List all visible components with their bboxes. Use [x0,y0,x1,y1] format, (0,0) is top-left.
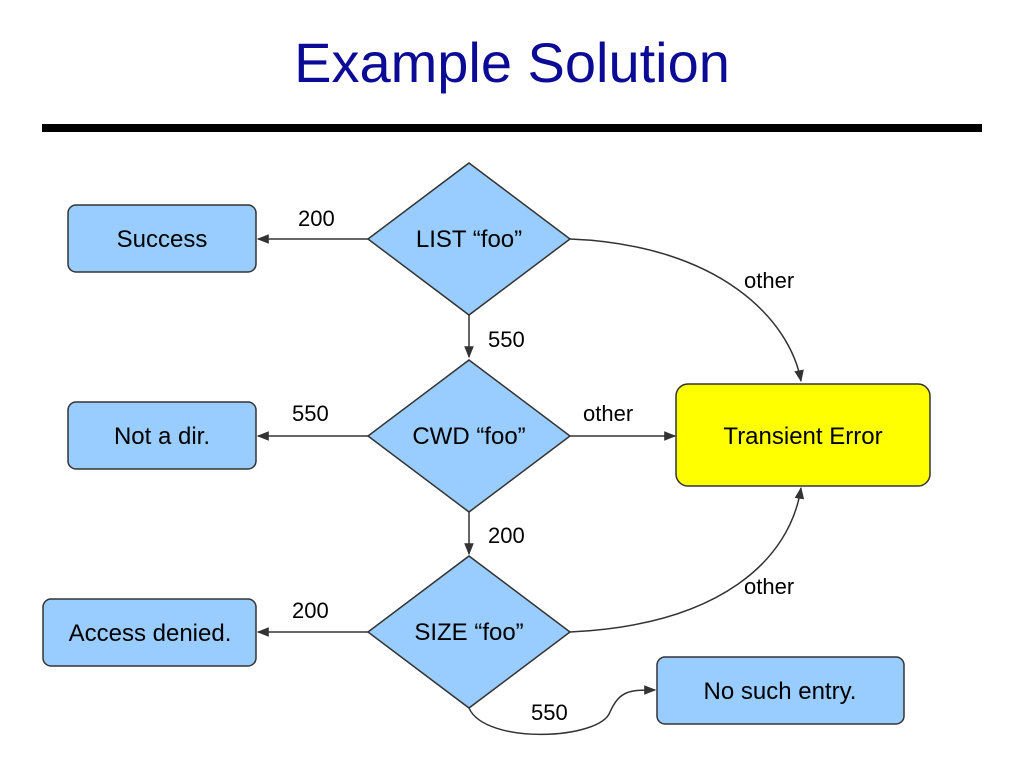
edge-size-error [569,486,805,633]
decision-cwd-label: CWD “foo” [412,423,525,450]
decision-size-label: SIZE “foo” [414,619,523,646]
edge-label-size-nosuch: 550 [531,700,568,725]
node-access-denied-label: Access denied. [69,620,232,647]
decision-size: SIZE “foo” [366,555,572,709]
node-success: Success [67,204,257,273]
node-success-label: Success [117,226,208,253]
decision-cwd: CWD “foo” [366,359,572,513]
node-transient-error-label: Transient Error [723,423,882,450]
node-no-such-entry: No such entry. [656,656,905,725]
node-no-such-entry-label: No such entry. [704,678,857,705]
title-divider [42,124,982,132]
node-transient-error: Transient Error [675,383,931,487]
edge-label-list-cwd: 550 [488,327,525,352]
decision-list: LIST “foo” [366,162,572,316]
edge-label-list-success: 200 [298,206,335,231]
edge-label-list-error: other [744,268,794,293]
edge-label-size-error: other [744,574,794,599]
edge-size-nosuch [468,685,657,736]
edge-label-cwd-size: 200 [488,523,525,548]
edge-label-cwd-notdir: 550 [292,401,329,426]
edge-label-size-denied: 200 [292,598,329,623]
node-not-a-dir: Not a dir. [67,401,257,470]
node-access-denied: Access denied. [42,598,257,667]
slide-title: Example Solution [294,31,730,94]
edge-list-error [569,238,804,383]
node-not-a-dir-label: Not a dir. [114,423,210,450]
decision-list-label: LIST “foo” [416,226,522,253]
edge-label-cwd-error: other [583,401,633,426]
